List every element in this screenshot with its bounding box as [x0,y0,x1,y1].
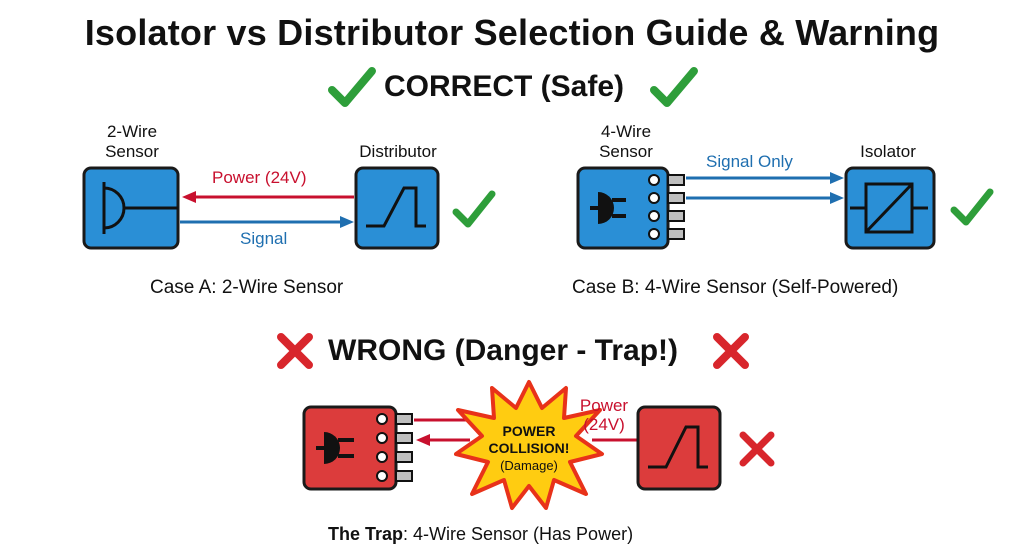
trap-sensor-box [302,405,413,491]
trap-distributor-box [636,405,722,491]
page-title: Isolator vs Distributor Selection Guide … [84,12,940,53]
x-icon [713,333,749,369]
four-wire-sensor-box [576,166,685,250]
check-icon [950,188,994,226]
collision-wires [414,418,470,446]
case-b-sensor-label: 4-Wire Sensor [582,122,670,162]
power-label: Power (24V) [212,168,307,187]
signal-label: Signal [240,229,288,248]
case-a-sensor-label-line2: Sensor [105,142,159,161]
case-b-sensor-label-line1: 4-Wire [600,122,652,141]
case-a-caption: Case A: 2-Wire Sensor [150,277,344,298]
collision-label-line3: (Damage) [500,458,558,473]
isolator-box [844,166,936,250]
trap-power-label: Power (24V) [576,396,632,434]
power-arrow [182,191,354,203]
signal-only-label: Signal Only [706,152,793,171]
plug-icon [590,192,626,224]
case-b-caption: Case B: 4-Wire Sensor (Self-Powered) [572,277,899,298]
signal-arrows [686,172,844,204]
case-b-sensor-label-line2: Sensor [599,142,653,161]
x-icon [739,431,775,467]
case-a-sensor-label: 2-Wire Sensor [88,122,176,162]
isolator-symbol-icon [850,182,928,234]
distributor-symbol-icon [366,186,426,228]
case-b-device-label: Isolator [860,142,916,161]
wrong-heading: WRONG (Danger - Trap!) [328,334,678,367]
trap-caption-rest: : 4-Wire Sensor (Has Power) [403,524,634,544]
power-wire [592,438,640,442]
collision-label-line2: COLLISION! [488,440,570,456]
signal-arrow [180,216,354,228]
check-icon [452,190,496,228]
trap-power-label-line2: (24V) [583,415,625,434]
case-a-device-label: Distributor [359,142,437,161]
plug-icon [316,432,354,464]
case-a-sensor-label-line1: 2-Wire [106,122,158,141]
two-wire-sensor-box [82,166,180,250]
check-icon [328,67,376,107]
distributor-box [354,166,440,250]
trap-caption: The Trap: 4-Wire Sensor (Has Power) [328,524,633,545]
trap-caption-bold: The Trap [328,524,404,544]
collision-label: POWER COLLISION! (Damage) [464,423,594,474]
correct-heading: CORRECT (Safe) [384,70,625,103]
collision-burst-icon [454,380,604,510]
collision-label-line1: POWER [502,423,556,439]
distributor-symbol-icon [648,425,708,469]
check-icon [650,67,698,107]
trap-power-label-line1: Power [579,396,629,415]
x-icon [277,333,313,369]
sensor-symbol-icon [103,186,126,230]
